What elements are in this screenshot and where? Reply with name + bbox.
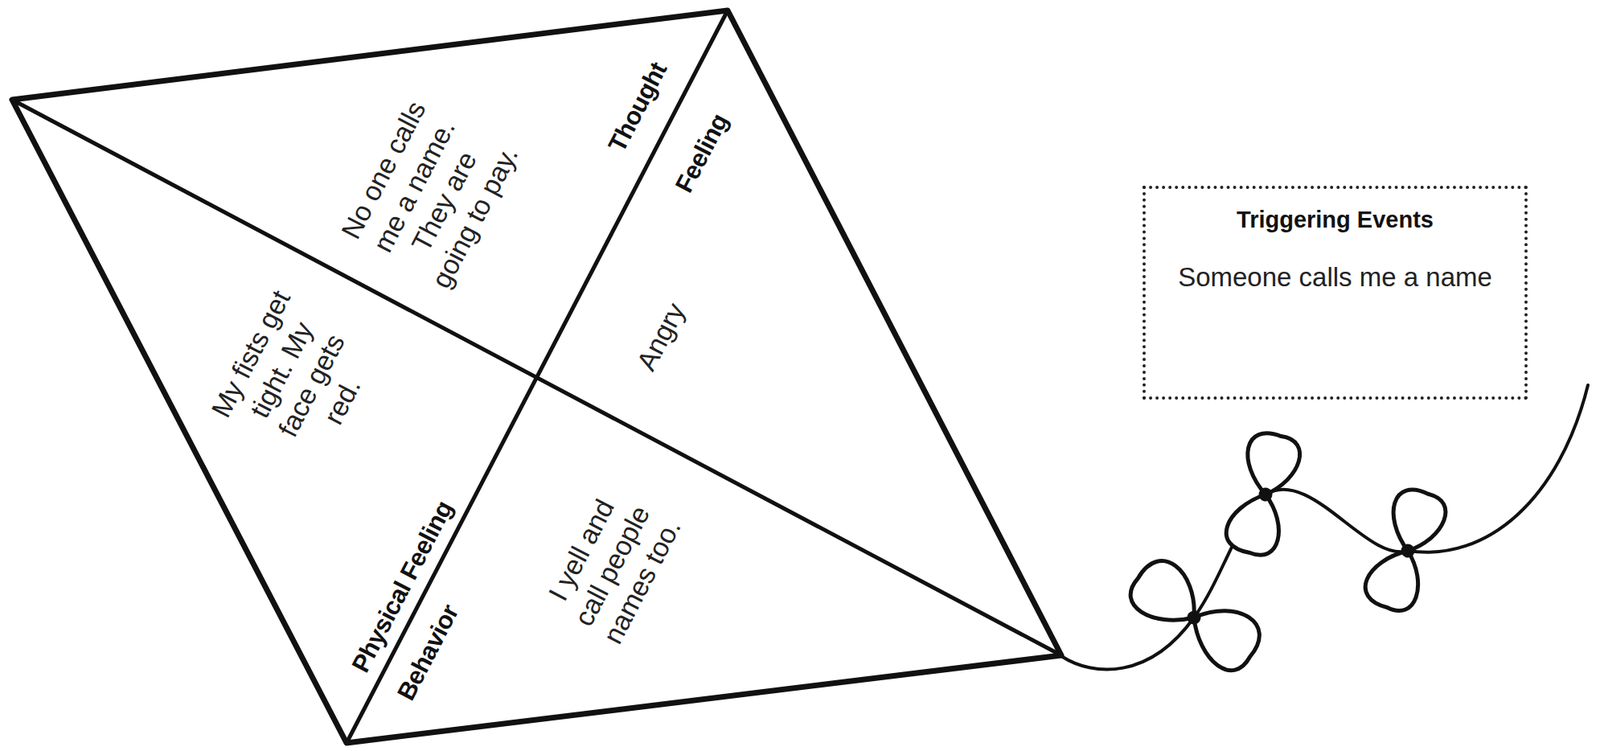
tail-bow bbox=[1360, 484, 1452, 616]
bow-knot bbox=[1401, 544, 1414, 557]
section-text: Someone calls me a name bbox=[1177, 260, 1493, 294]
section-text: Angry bbox=[608, 257, 714, 416]
thought-quadrant: Thought No one calls me a name. They are … bbox=[9, 0, 731, 378]
bow-loop bbox=[1222, 487, 1289, 560]
kite-outline bbox=[12, 10, 1062, 743]
section-text: I yell and call people names too. bbox=[533, 477, 691, 654]
behavior-quadrant: BehaviorI yell and call people names too… bbox=[344, 377, 1066, 751]
bow-knot bbox=[1187, 611, 1202, 625]
tail-bow bbox=[1222, 428, 1305, 559]
bow-knot bbox=[1259, 488, 1272, 501]
section-text: No one calls me a name. They are going t… bbox=[327, 83, 530, 304]
section-heading: Triggering Events bbox=[1236, 206, 1434, 234]
kite-tail bbox=[1061, 385, 1588, 670]
bow-loop bbox=[1360, 541, 1431, 616]
bow-loop bbox=[1238, 428, 1305, 501]
section-text: My fists get tight. My face gets red. bbox=[198, 274, 394, 481]
triggering-events-box: Triggering EventsSomeone calls me a name bbox=[1142, 185, 1528, 400]
section-heading: Feeling bbox=[668, 108, 735, 197]
section-heading: Thought bbox=[602, 57, 674, 157]
bow-loop bbox=[1179, 591, 1269, 678]
tail-bow bbox=[1123, 552, 1269, 678]
bow-loop bbox=[1381, 484, 1452, 559]
